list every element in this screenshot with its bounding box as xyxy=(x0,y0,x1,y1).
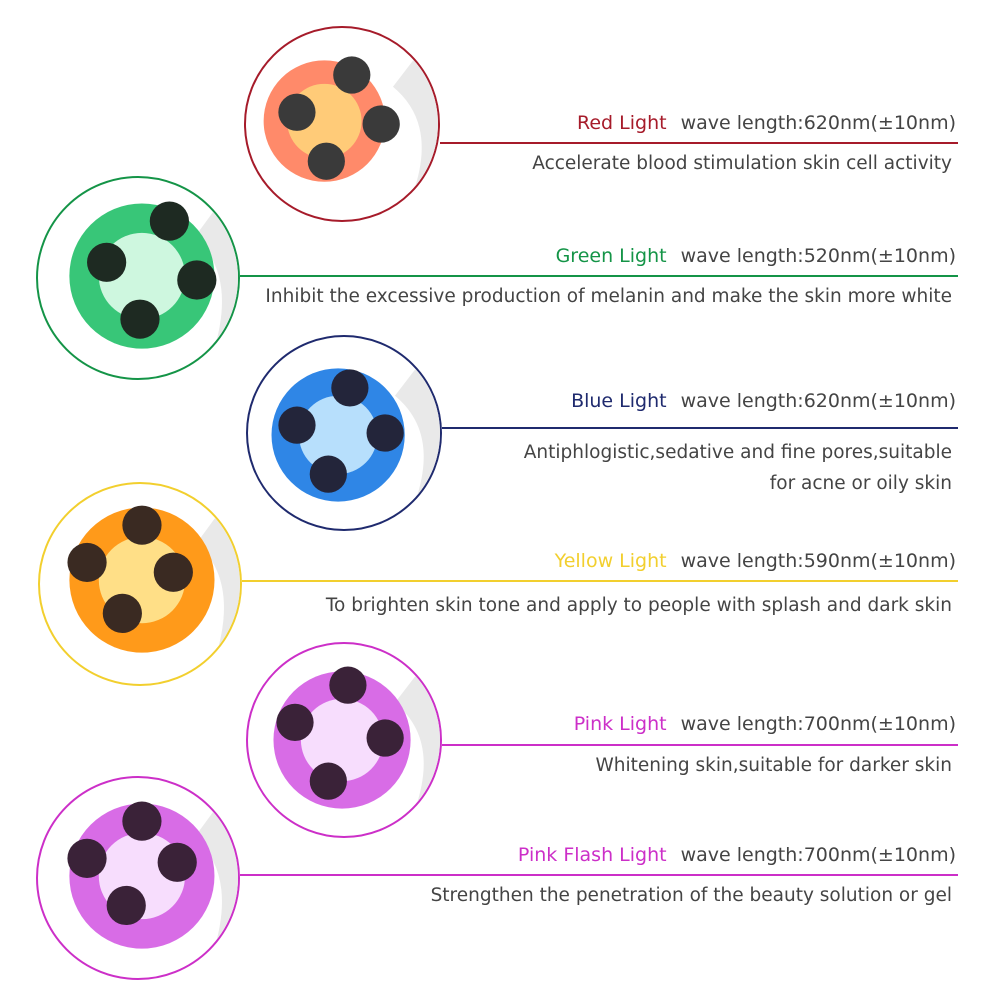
pink-connector-line xyxy=(442,744,958,746)
red-light-head-image xyxy=(244,26,440,222)
pink-light-head-image xyxy=(246,642,442,838)
pink-flash-led-array-icon xyxy=(67,778,238,978)
pink-flash-wave-length: wave length:700nm(±10nm) xyxy=(680,844,956,866)
green-light-head-image xyxy=(36,176,240,380)
pink-flash-light-name: Pink Flash Light xyxy=(517,844,667,866)
red-connector-line xyxy=(440,142,958,144)
yellow-light-name: Yellow Light xyxy=(554,550,667,572)
yellow-connector-line xyxy=(242,580,958,582)
red-light-name: Red Light xyxy=(577,112,667,134)
blue-light-name: Blue Light xyxy=(571,390,667,412)
green-led-array-icon xyxy=(69,178,238,378)
pink-flash-description: Strengthen the penetration of the beauty… xyxy=(430,885,952,906)
red-wave-length: wave length:620nm(±10nm) xyxy=(680,112,956,134)
yellow-description: To brighten skin tone and apply to peopl… xyxy=(325,595,952,616)
yellow-wave-length: wave length:590nm(±10nm) xyxy=(680,550,956,572)
pink-light-name: Pink Light xyxy=(573,713,667,735)
blue-light-head-image xyxy=(246,335,442,531)
yellow-light-head-image xyxy=(38,482,242,686)
yellow-led-array-icon xyxy=(67,484,240,684)
blue-wave-length: wave length:620nm(±10nm) xyxy=(680,390,956,412)
green-description: Inhibit the excessive production of mela… xyxy=(265,286,952,307)
pink-led-array-icon xyxy=(273,644,440,836)
red-led-array-icon xyxy=(263,28,438,220)
blue-led-array-icon xyxy=(271,337,440,529)
green-connector-line xyxy=(240,275,958,277)
blue-connector-line xyxy=(442,427,958,429)
blue-description: Antiphlogistic,sedative and fine pores,s… xyxy=(523,442,952,494)
red-description: Accelerate blood stimulation skin cell a… xyxy=(532,153,952,174)
pink-flash-light-head-image xyxy=(36,776,240,980)
pink-flash-connector-line xyxy=(240,874,958,876)
green-wave-length: wave length:520nm(±10nm) xyxy=(680,245,956,267)
pink-wave-length: wave length:700nm(±10nm) xyxy=(680,713,956,735)
pink-description: Whitening skin,suitable for darker skin xyxy=(595,755,953,776)
green-light-name: Green Light xyxy=(555,245,667,267)
